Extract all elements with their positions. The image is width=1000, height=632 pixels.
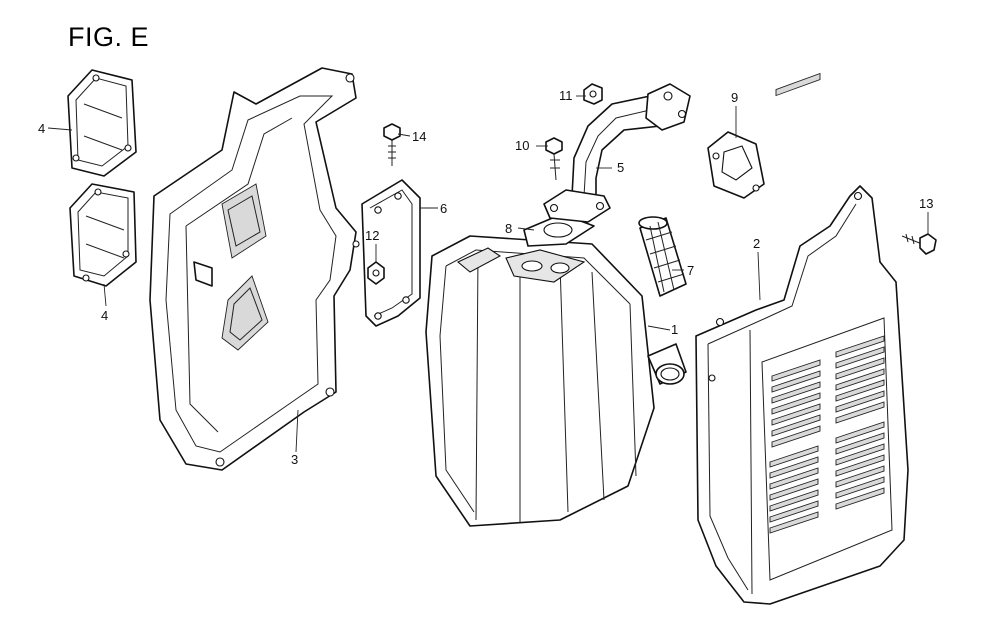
callout-2: 2 [753,236,760,251]
callout-4-lower: 4 [101,308,108,323]
part-6-bracket[interactable] [361,179,421,327]
louver-slot [769,478,819,501]
louver-slot [835,346,885,369]
callout-6: 6 [440,201,447,216]
part-8-gasket[interactable] [523,213,595,247]
callout-14: 14 [412,129,426,144]
part-5-exhaust-pipe[interactable] [543,83,691,223]
part-2-muffler-cover[interactable] [695,72,909,605]
louver-slot [835,335,885,358]
louver-slot [769,445,819,468]
part-7-spark-arrester[interactable] [638,216,687,297]
part-4-upper-plate[interactable] [67,69,137,177]
louver-slot [835,368,885,391]
callout-13: 13 [919,196,933,211]
part-9-gasket[interactable] [707,131,765,199]
part-11-nut[interactable] [583,83,603,105]
louver-slot [769,467,819,490]
louver-slot [835,476,885,499]
louver-slot [769,456,819,479]
louver-slot [835,454,885,477]
part-3-muffler-protector[interactable] [149,67,360,471]
callout-7: 7 [687,263,694,278]
louver-slot [771,370,821,393]
louver-slot [769,500,819,523]
louver-slot [835,421,885,444]
part-12-nut[interactable] [367,261,385,285]
louver-slot [771,381,821,404]
louver-slot [771,359,821,382]
louver-slot [769,511,819,534]
callout-labels: 1 2 3 4 4 5 6 7 8 9 10 11 12 13 14 [38,88,933,467]
louver-slot [835,465,885,488]
callout-3: 3 [291,452,298,467]
part-14-bolt[interactable] [383,123,401,166]
callout-5: 5 [617,160,624,175]
part-1-muffler-body[interactable] [425,235,687,527]
louver-slot [771,392,821,415]
callout-4-upper: 4 [38,121,45,136]
louver-slot [771,414,821,437]
callout-10: 10 [515,138,529,153]
louver-slot [835,379,885,402]
louver-slot [771,425,821,448]
louver-slot [835,357,885,380]
louver-slot [835,487,885,510]
callout-9: 9 [731,90,738,105]
part-10-bolt[interactable] [545,137,563,181]
part-13-bolt[interactable] [901,233,937,255]
callout-8: 8 [505,221,512,236]
callout-11: 11 [559,88,573,103]
louver-slot [835,390,885,413]
louver-slots [775,72,821,97]
part-4-lower-plate[interactable] [69,183,137,287]
louver-slot [835,443,885,466]
louver-slot [835,432,885,455]
louver-slot [835,401,885,424]
callout-1: 1 [671,322,678,337]
leader-lines [47,95,929,453]
louver-slot [769,489,819,512]
figure-title: FIG. E [68,22,150,52]
louver-slot [771,403,821,426]
callout-12: 12 [365,228,379,243]
